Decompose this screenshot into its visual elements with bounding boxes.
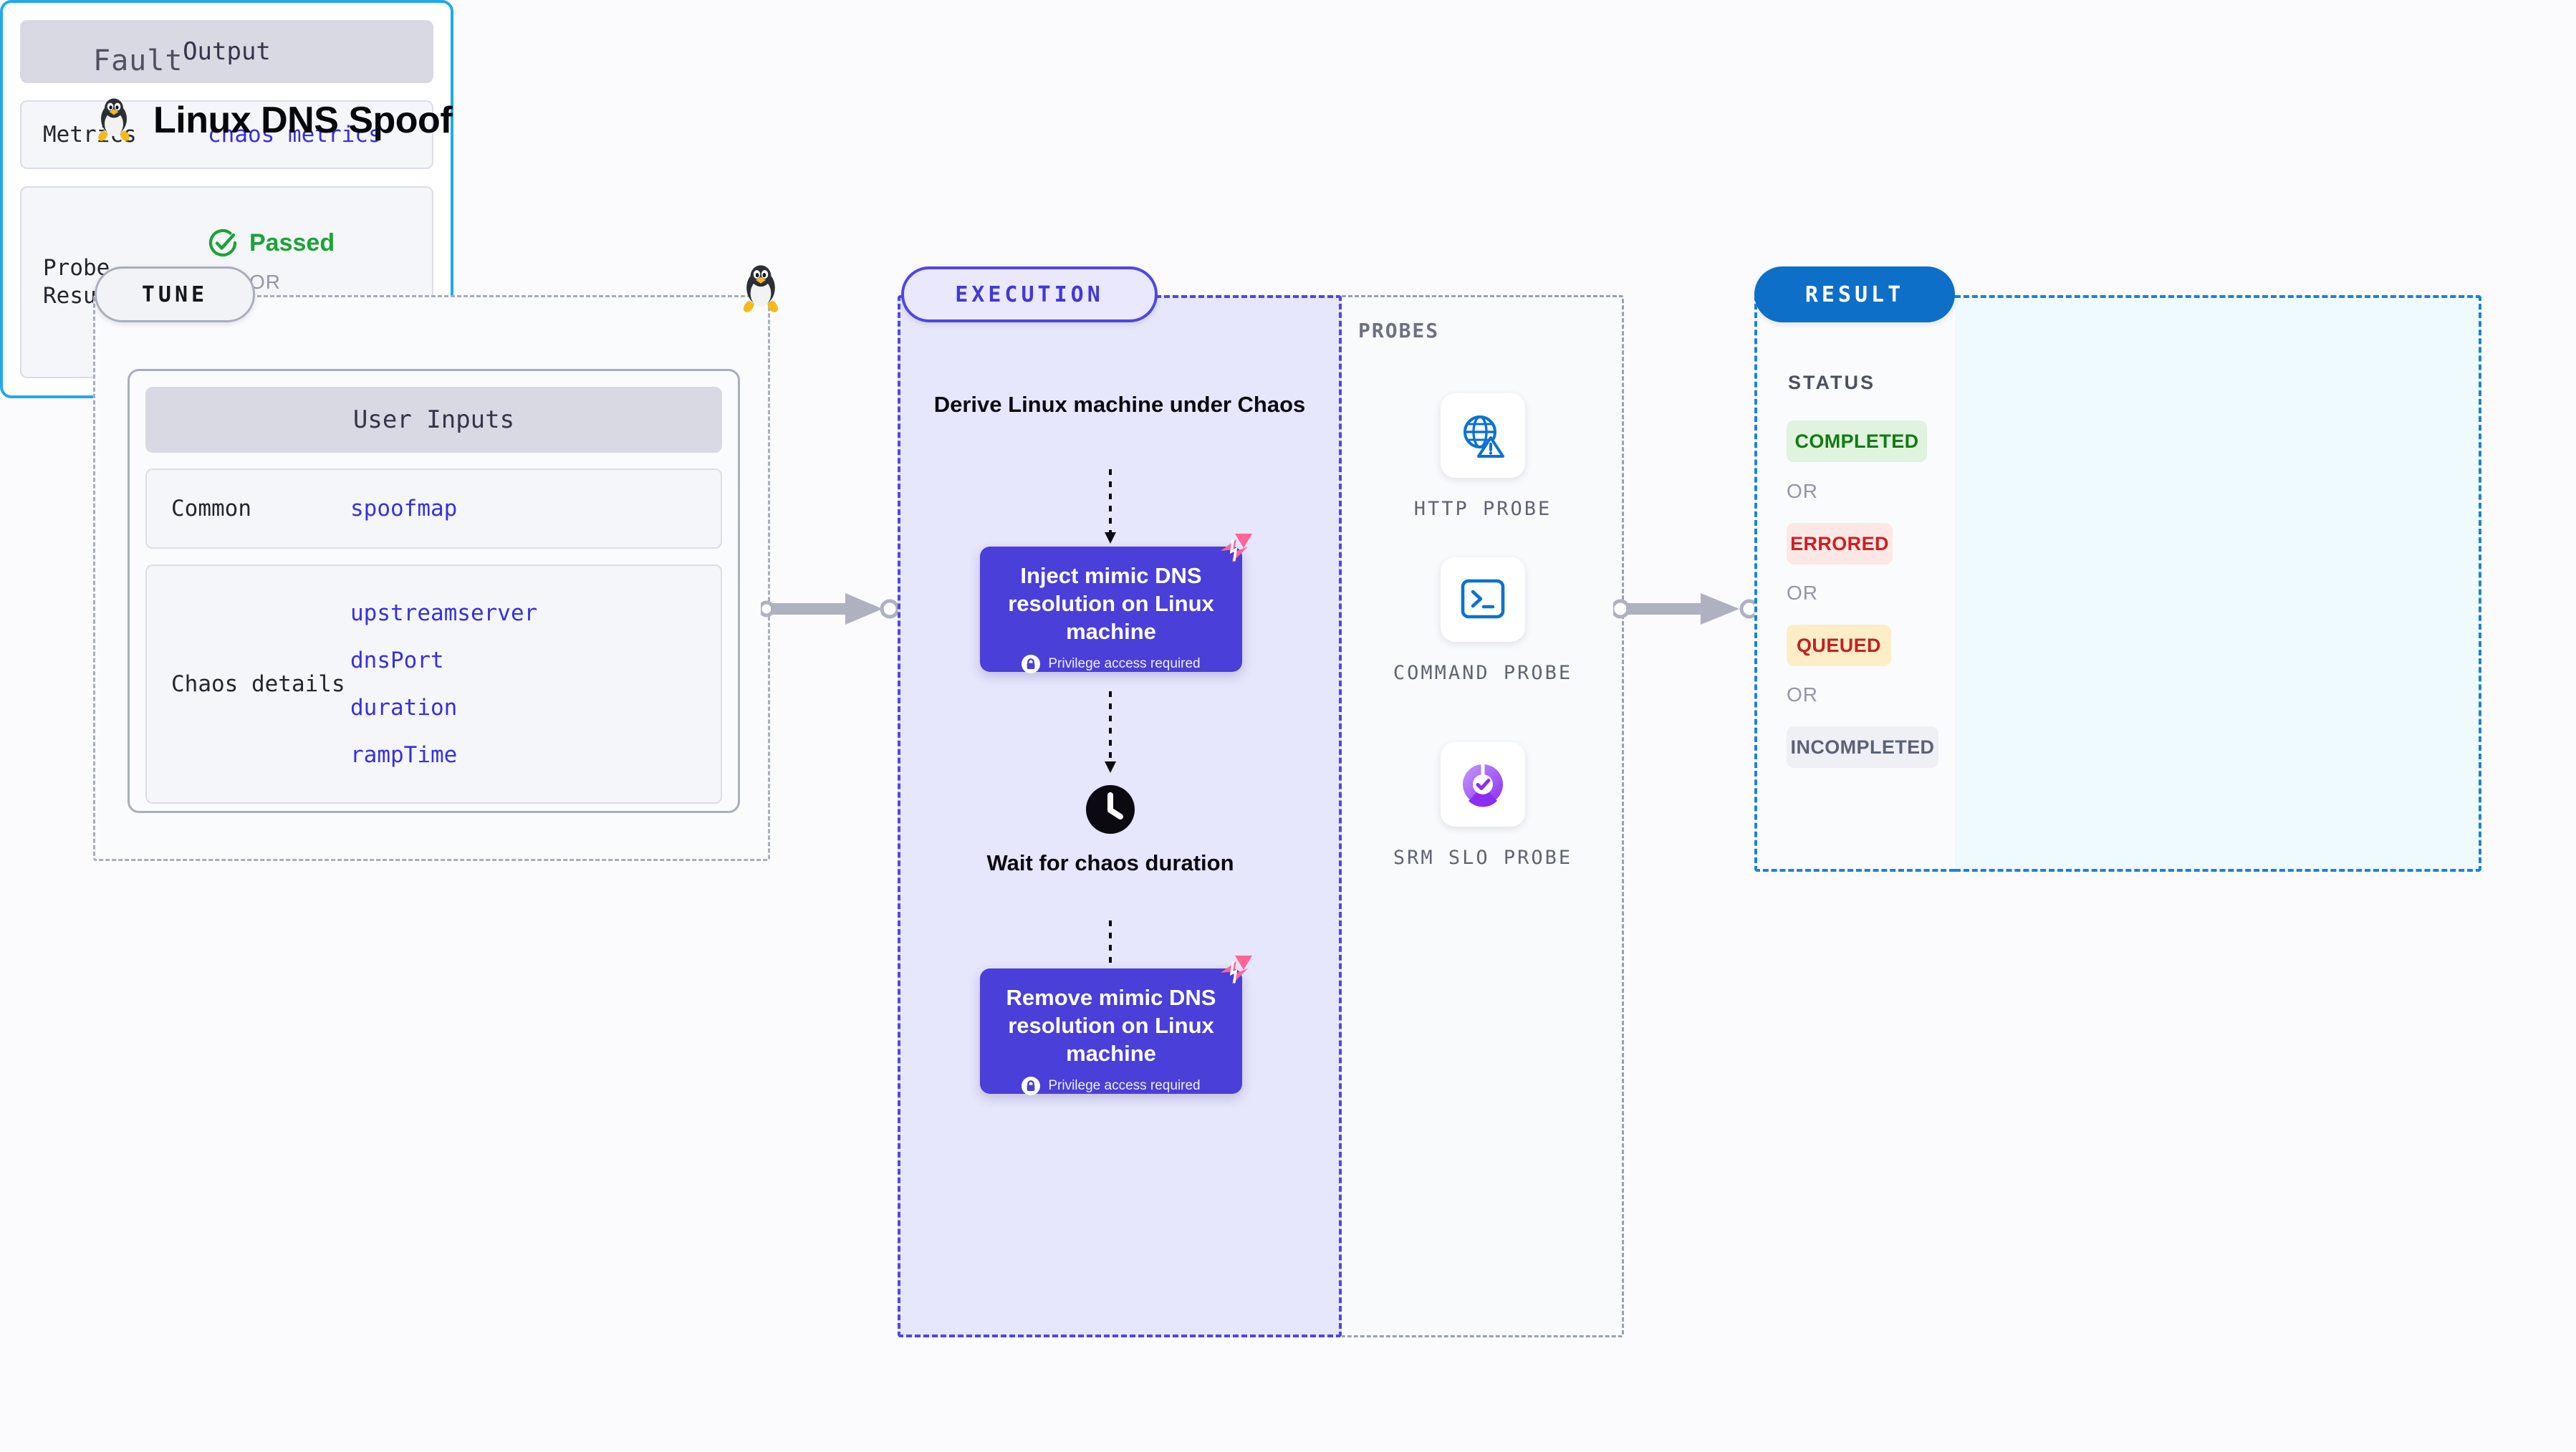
connector-execution-to-result [1613, 587, 1764, 630]
slo-check-icon [1441, 742, 1525, 827]
probe-label: COMMAND PROBE [1393, 662, 1573, 684]
tune-stage-badge[interactable]: TUNE [95, 266, 255, 322]
result-status-panel [1754, 295, 1955, 872]
connector-tune-to-execution [761, 587, 904, 630]
tune-row-values: spoofmap [350, 496, 457, 521]
user-inputs-card-title: User Inputs [145, 387, 722, 453]
result-output-panel [1955, 295, 2481, 872]
harness-logo-icon [1213, 953, 1254, 993]
execution-inject-card[interactable]: Inject mimic DNS resolution on Linux mac… [980, 534, 1252, 674]
status-or-1: OR [1787, 480, 1818, 502]
status-badge-incompleted: INCOMPLETED [1787, 726, 1938, 768]
tune-param-spoofmap[interactable]: spoofmap [350, 496, 458, 521]
execution-inject-title: Inject mimic DNS resolution on Linux mac… [1008, 563, 1214, 644]
lock-icon [1022, 1077, 1041, 1096]
result-stage-badge[interactable]: RESULT [1754, 266, 1955, 322]
status-badge-completed: COMPLETED [1787, 420, 1927, 462]
probe-label: HTTP PROBE [1413, 498, 1552, 520]
tune-param-duration[interactable]: duration [350, 695, 458, 721]
arrow-derive-to-inject [1102, 469, 1119, 548]
arrow-inject-to-wait [1102, 691, 1119, 777]
status-badge-errored: ERRORED [1787, 523, 1893, 564]
execution-wait-step-label: Wait for chaos duration [986, 850, 1234, 875]
clock-icon [1083, 782, 1138, 837]
tune-row-chaos-details[interactable]: Chaos details upstreamserver dnsPort dur… [145, 564, 722, 804]
tune-row-key: Chaos details [171, 670, 345, 697]
probe-passed-label: Passed [249, 229, 335, 256]
tune-param-upstreamserver[interactable]: upstreamserver [350, 600, 538, 626]
harness-logo-icon [1213, 531, 1254, 571]
probe-result-passed: Passed [208, 228, 335, 258]
fault-eyebrow-label: Fault [93, 44, 183, 77]
privilege-note-row: Privilege access required [994, 655, 1228, 674]
page-header: Fault Linux DNS Spoof [93, 44, 453, 143]
probe-label: SRM SLO PROBE [1393, 847, 1573, 869]
privilege-note-text: Privilege access required [1048, 656, 1201, 672]
terminal-icon [1441, 557, 1525, 642]
status-section-label: STATUS [1788, 372, 1875, 393]
privilege-note-text: Privilege access required [1048, 1078, 1201, 1094]
lock-icon [1022, 655, 1041, 674]
linux-tux-corner-icon [738, 264, 784, 315]
probes-section-label: PROBES [1358, 319, 1440, 342]
tune-row-common[interactable]: Common spoofmap [145, 468, 722, 549]
execution-stage-badge[interactable]: EXECUTION [901, 266, 1158, 322]
output-card-title: Output [20, 20, 433, 83]
page-title: Linux DNS Spoof [153, 100, 453, 141]
status-or-3: OR [1787, 683, 1818, 706]
tune-row-values: upstreamserver dnsPort duration rampTime [350, 600, 537, 768]
execution-remove-title: Remove mimic DNS resolution on Linux mac… [1006, 985, 1216, 1066]
output-metrics-value[interactable]: chaos metrics [208, 122, 382, 148]
tune-param-ramptime[interactable]: rampTime [350, 742, 458, 768]
status-badge-queued: QUEUED [1787, 625, 1891, 666]
execution-derive-step-label: Derive Linux machine under Chaos [933, 392, 1306, 417]
status-or-2: OR [1787, 582, 1818, 604]
privilege-note-row: Privilege access required [994, 1077, 1228, 1096]
linux-tux-icon [93, 97, 135, 143]
tune-param-dnsport[interactable]: dnsPort [350, 648, 444, 673]
probe-item-http[interactable]: HTTP PROBE [1342, 393, 1624, 524]
probe-item-srm-slo[interactable]: SRM SLO PROBE [1342, 742, 1624, 873]
user-inputs-card: User Inputs Common spoofmap Chaos detail… [128, 369, 740, 813]
execution-remove-card[interactable]: Remove mimic DNS resolution on Linux mac… [980, 956, 1252, 1096]
tune-row-key: Common [171, 495, 251, 521]
output-row-metrics[interactable]: Metrics chaos metrics [20, 100, 433, 169]
probe-item-command[interactable]: COMMAND PROBE [1342, 557, 1624, 688]
globe-warning-icon [1441, 393, 1525, 478]
check-circle-icon [208, 228, 238, 258]
fault-title-row: Linux DNS Spoof [93, 97, 453, 143]
